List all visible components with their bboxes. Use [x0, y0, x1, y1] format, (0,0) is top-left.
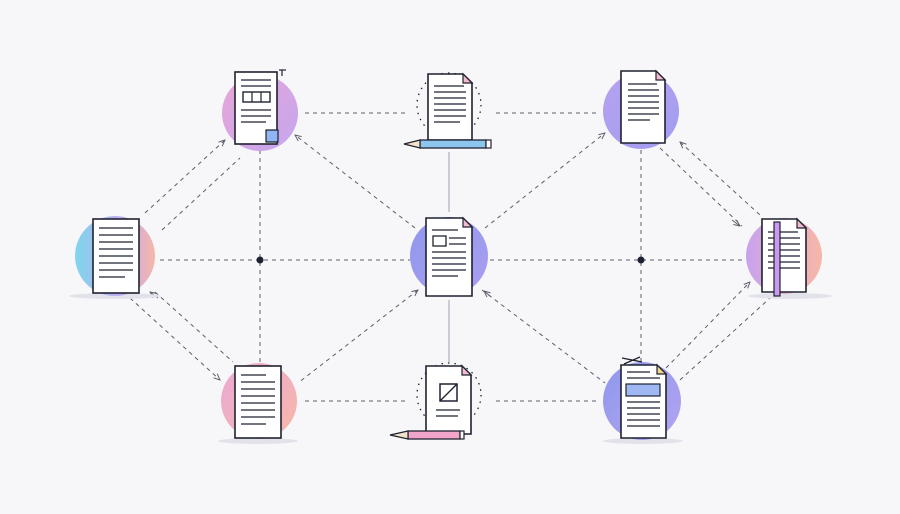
left-junction	[256, 256, 264, 264]
node-bottom-center-ring	[416, 362, 482, 428]
node-mid-left	[69, 216, 161, 299]
node-top-left	[222, 69, 298, 151]
document-icon	[234, 365, 282, 439]
edge-mid-left-to-bottom-left-b	[154, 291, 234, 363]
edge-mid-left-to-top-left-b	[161, 157, 241, 231]
edge-center-to-bottom-left	[297, 290, 418, 384]
document-with-pencil-icon	[427, 72, 474, 141]
node-bottom-left	[218, 363, 298, 444]
node-bottom-right	[603, 356, 683, 444]
node-bottom-right-shadow	[603, 438, 683, 444]
edge-mid-right-arrow-stub	[731, 219, 740, 226]
node-mid-right	[746, 217, 832, 299]
right-junction	[637, 256, 645, 264]
document-with-highlight-icon	[620, 356, 668, 439]
edge-center-to-bottom-right	[481, 289, 606, 384]
node-top-center	[403, 72, 492, 149]
document-icon	[92, 218, 140, 294]
edge-bottom-right-to-mid-right-b	[679, 297, 771, 381]
node-mid-right-shadow	[748, 293, 832, 299]
document-icon	[425, 216, 474, 297]
node-center	[410, 216, 488, 297]
edge-top-left-to-center	[295, 135, 416, 229]
edge-top-right-to-mid-right	[680, 142, 761, 216]
edge-top-right-to-mid-right-b	[659, 147, 743, 227]
document-with-bookmark-icon	[761, 217, 808, 297]
document-with-image-icon	[425, 364, 473, 435]
node-top-center-ring	[416, 72, 482, 138]
node-bottom-center	[389, 362, 482, 440]
node-top-right	[603, 69, 679, 149]
edge-bottom-right-to-mid-right	[665, 282, 750, 369]
edge-layer	[129, 112, 771, 402]
pencil-icon	[403, 139, 492, 149]
edge-mid-left-to-top-left	[144, 140, 225, 214]
document-with-table-icon	[234, 69, 286, 145]
document-icon	[620, 69, 667, 144]
node-bottom-left-shadow	[218, 438, 298, 444]
pencil-icon	[389, 430, 465, 440]
edge-center-to-top-right	[484, 133, 605, 229]
edge-center-to-bottom-right-arrow	[484, 291, 490, 296]
